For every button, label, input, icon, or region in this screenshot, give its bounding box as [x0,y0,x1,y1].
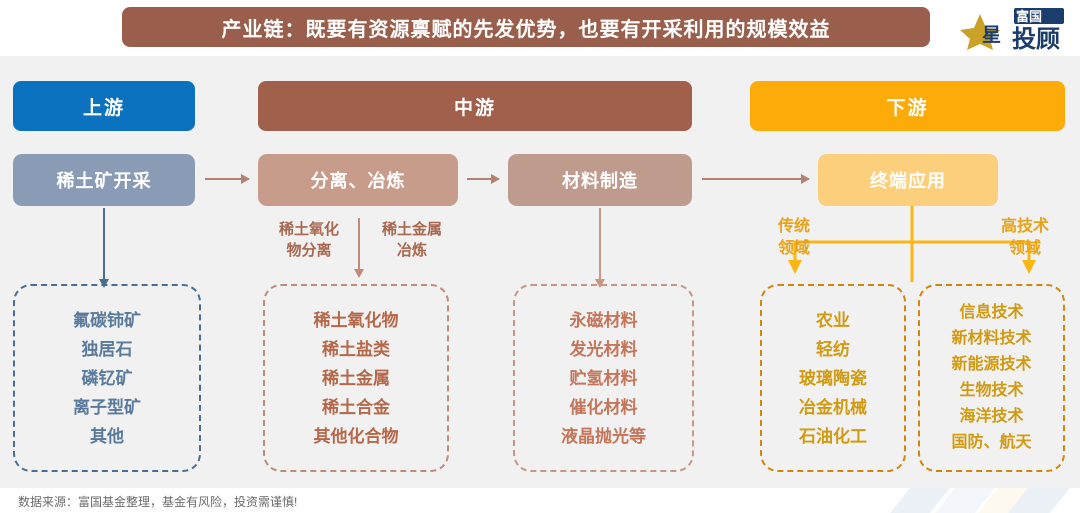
item-box-hightech-applications: 信息技术 新材料技术 新能源技术 生物技术 海洋技术 国防、航天 [918,284,1065,472]
list-item: 液晶抛光等 [561,426,646,446]
list-item: 信息技术 [959,304,1024,321]
segment-header-upstream: 上游 [13,81,195,131]
item-box-separation-products: 稀土氧化物 稀土盐类 稀土金属 稀土合金 其他化合物 [263,284,449,472]
process-box-material-manufacturing: 材料制造 [508,154,692,206]
list-item: 稀土合金 [322,397,390,417]
item-box-materials: 永磁材料 发光材料 贮氢材料 催化材料 液晶抛光等 [513,284,694,472]
logo-star-char: 星 [982,24,1001,46]
flow-arrow-right-icon [702,174,810,184]
star-icon [960,14,1000,50]
logo-brand-text: 富国 [1016,9,1042,24]
list-item: 稀土氧化物 [313,310,399,330]
segment-label: 中游 [453,97,496,119]
flow-arrow-right-icon [205,174,250,184]
process-label: 稀土矿开采 [56,171,152,191]
list-item: 新能源技术 [951,356,1032,373]
list-item: 离子型矿 [73,397,141,417]
process-box-mining: 稀土矿开采 [13,154,195,206]
title-row: 产业链：既要有资源禀赋的先发优势，也要有开采利用的规模效益 星 富国 投顾 [0,0,1080,56]
list-item: 稀土盐类 [322,339,390,359]
list-item: 轻纺 [816,339,850,359]
process-label: 分离、冶炼 [310,171,406,191]
flow-arrow-down-icon [99,208,109,288]
list-item: 稀土金属 [322,368,390,388]
list-item: 国防、航天 [951,434,1032,451]
flow-arrow-right-icon [467,174,500,184]
process-label: 材料制造 [562,171,638,191]
list-item: 石油化工 [799,426,867,446]
logo-svg: 星 富国 投顾 [960,8,1064,53]
list-item: 农业 [816,310,850,330]
branch-arrow-left-icon [788,260,802,274]
segment-header-downstream: 下游 [750,81,1065,131]
segment-label: 下游 [886,97,929,119]
list-item: 其他 [90,426,124,446]
logo-product-text: 投顾 [1012,26,1060,52]
list-item: 生物技术 [959,382,1024,399]
list-item: 氟碳铈矿 [73,310,141,330]
downstream-label-hightech: 高技术 领域 [1000,218,1049,257]
segment-header-midstream: 中游 [258,81,692,131]
downstream-branch-arrows [760,206,1065,282]
brand-logo: 星 富国 投顾 [952,4,1070,53]
list-item: 独居石 [81,339,133,359]
list-item: 催化材料 [569,397,638,417]
logo-brand-bg [1014,8,1064,24]
chain-diagram-panel: 上游 中游 下游 稀土矿开采 分离、冶炼 材料制造 终端应用 稀土氧化 物分离 … [0,56,1080,488]
midstream-label-metal-smelting: 稀土金属 冶炼 [381,221,442,259]
list-item: 海洋技术 [959,408,1024,425]
list-item: 新材料技术 [951,330,1032,347]
branch-arrow-right-icon [1022,260,1036,274]
footer: 数据来源：富国基金整理，基金有风险，投资需谨慎! [0,488,1080,513]
list-item: 玻璃陶瓷 [799,368,867,388]
list-item: 永磁材料 [569,310,638,330]
process-box-separation-smelting: 分离、冶炼 [258,154,458,206]
segment-label: 上游 [82,97,125,119]
flow-arrow-down-icon [595,208,605,288]
midstream-label-oxide-separation: 稀土氧化 物分离 [278,221,339,259]
list-item: 贮氢材料 [569,368,638,388]
flow-arrow-down-icon [354,218,364,278]
list-item: 磷钇矿 [81,368,133,388]
downstream-label-traditional: 传统 领域 [777,218,810,257]
page-title: 产业链：既要有资源禀赋的先发优势，也要有开采利用的规模效益 [221,18,831,41]
item-box-upstream-ore: 氟碳铈矿 独居石 磷钇矿 离子型矿 其他 [13,284,201,472]
list-item: 冶金机械 [799,397,867,417]
list-item: 发光材料 [569,339,638,359]
process-box-end-application: 终端应用 [818,154,998,206]
title-banner: 产业链：既要有资源禀赋的先发优势，也要有开采利用的规模效益 [122,7,930,47]
data-source-note: 数据来源：富国基金整理，基金有风险，投资需谨慎! [18,495,298,509]
process-label: 终端应用 [870,171,946,191]
item-box-traditional-applications: 农业 轻纺 玻璃陶瓷 冶金机械 石油化工 [760,284,906,472]
branch-bracket [793,240,1031,262]
branch-svg [788,206,1036,282]
list-item: 其他化合物 [313,426,399,446]
